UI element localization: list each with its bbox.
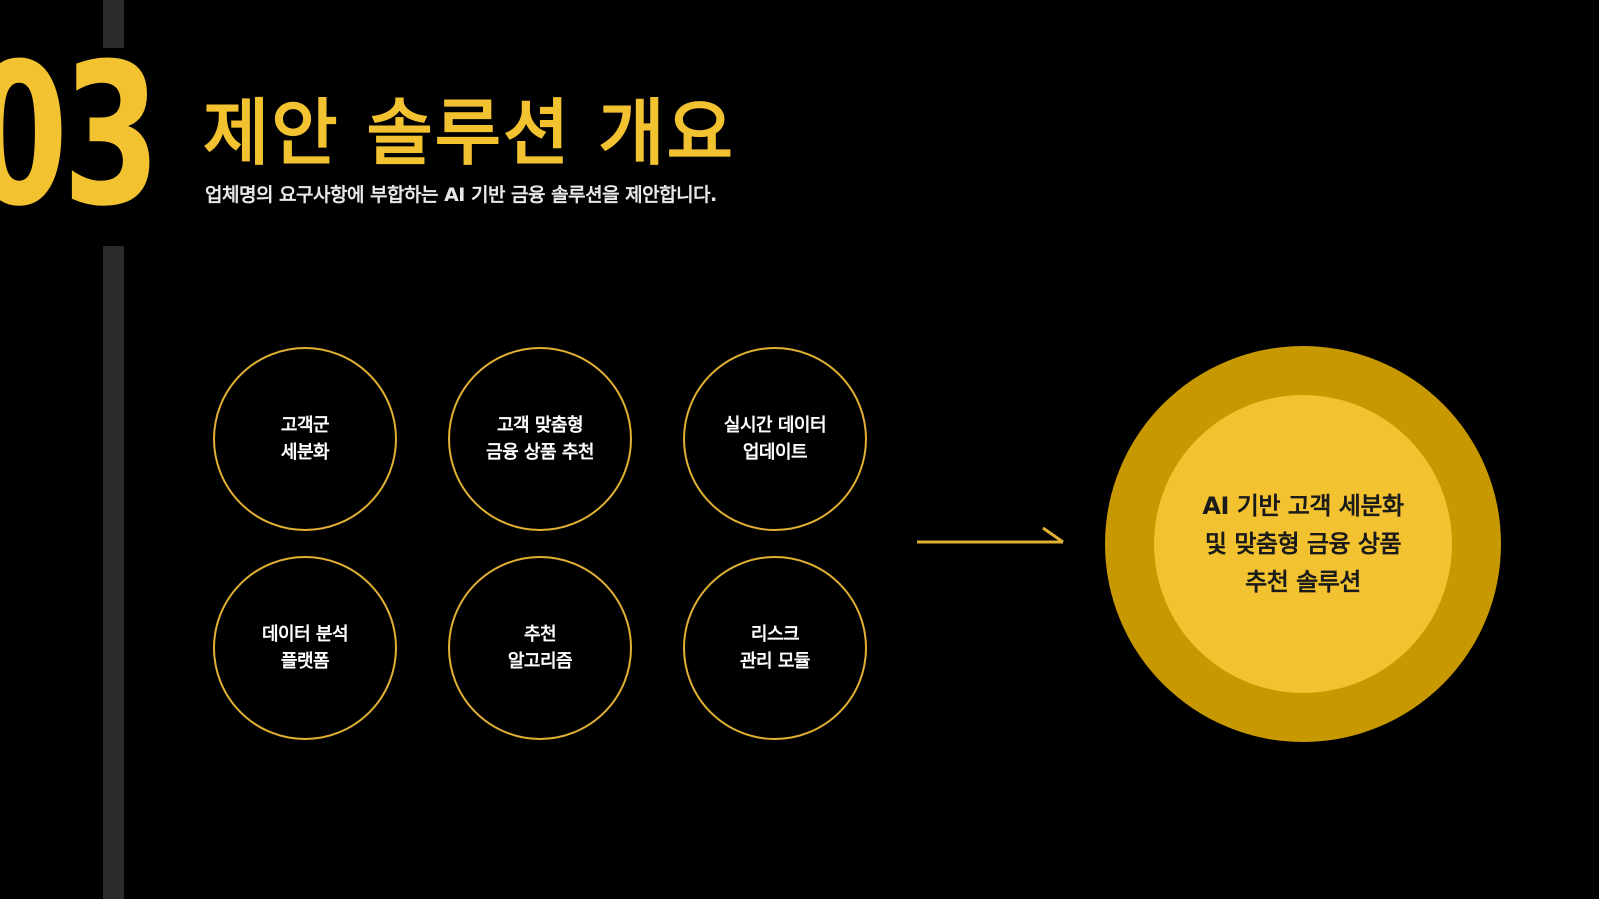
result-label: AI 기반 고객 세분화 <box>1202 492 1404 520</box>
section-number: 03 <box>0 22 161 250</box>
page-subtitle: 업체명의 요구사항에 부합하는 AI 기반 금융 솔루션을 제안합니다. <box>205 184 717 206</box>
component-circle-customer-segmentation: 고객군 세분화 <box>213 347 397 531</box>
circle-label: 세분화 <box>280 442 330 463</box>
circle-label: 관리 모듈 <box>739 651 811 672</box>
circle-label: 알고리즘 <box>507 651 573 672</box>
component-circle-data-platform: 데이터 분석 플랫폼 <box>213 556 397 740</box>
circle-label: 리스크 <box>750 624 800 645</box>
component-circle-realtime-update: 실시간 데이터 업데이트 <box>683 347 867 531</box>
circle-label: 데이터 분석 <box>261 624 349 645</box>
component-circle-algorithm: 추천 알고리즘 <box>448 556 632 740</box>
circle-label: 업데이트 <box>742 442 808 463</box>
circle-label: 금융 상품 추천 <box>486 442 594 463</box>
vertical-bar-bottom <box>103 246 124 899</box>
result-label: 추천 솔루션 <box>1245 568 1361 596</box>
vertical-bar-top <box>103 0 124 48</box>
page-title: 제안 솔루션 개요 <box>203 91 735 175</box>
circle-label: 고객 맞춤형 <box>496 415 584 436</box>
circle-label: 플랫폼 <box>280 651 330 672</box>
component-circle-custom-recommendation: 고객 맞춤형 금융 상품 추천 <box>448 347 632 531</box>
component-circle-risk-module: 리스크 관리 모듈 <box>683 556 867 740</box>
circle-label: 실시간 데이터 <box>723 415 827 436</box>
circle-label: 추천 <box>523 624 557 645</box>
result-circle-inner: AI 기반 고객 세분화 및 맞춤형 금융 상품 추천 솔루션 <box>1154 395 1452 693</box>
circle-label: 고객군 <box>280 415 330 436</box>
arrow-right-icon <box>917 526 1064 544</box>
result-label: 및 맞춤형 금융 상품 <box>1204 530 1402 558</box>
